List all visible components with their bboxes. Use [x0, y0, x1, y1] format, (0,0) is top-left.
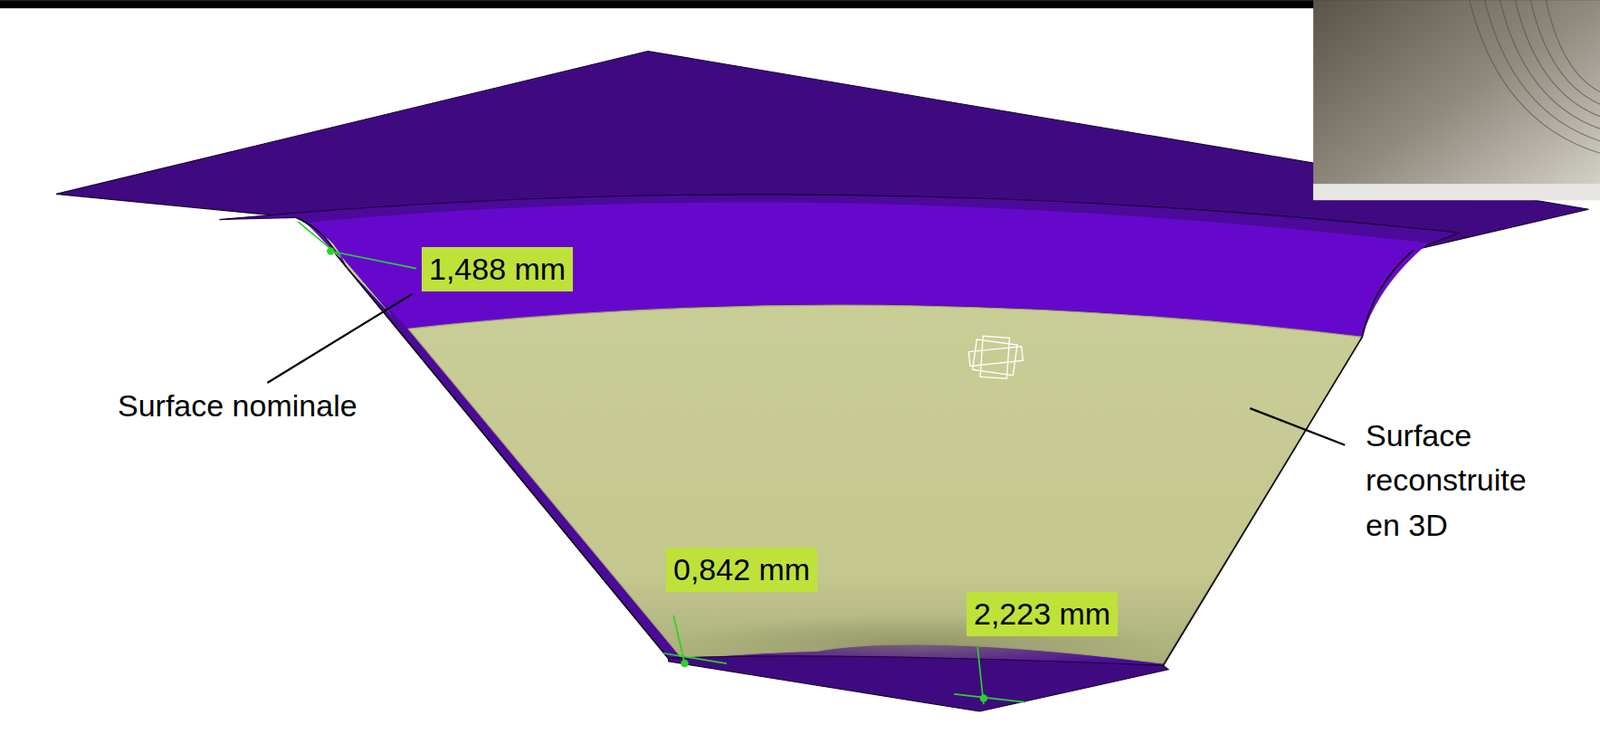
bottom-face	[668, 656, 1170, 712]
leader-line	[1249, 408, 1345, 446]
part-label: Surface reconstruite en 3D	[1365, 413, 1561, 548]
dimension-value: 2,223 mm	[966, 591, 1118, 637]
leader-line	[266, 294, 412, 383]
nominal-wall	[219, 194, 1459, 710]
dimension-value: 1,488 mm	[421, 247, 573, 292]
reconstructed-sliver	[324, 237, 394, 317]
reconstructed-surface	[408, 304, 1362, 664]
dimension-marks	[297, 221, 1026, 705]
dimension-value: 0,842 mm	[666, 547, 818, 592]
photo-inset	[1313, 0, 1600, 200]
axis-icon	[968, 335, 1023, 379]
part-label: Surface nominale	[117, 387, 358, 425]
